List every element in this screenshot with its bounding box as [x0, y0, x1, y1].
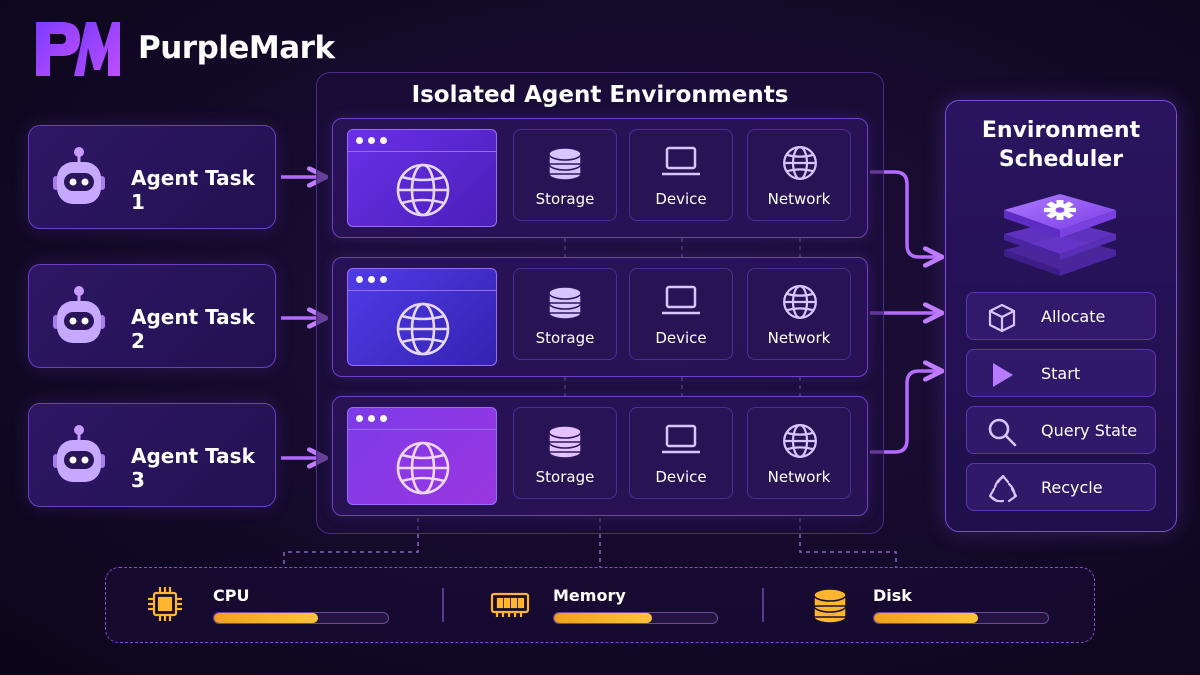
divider [442, 588, 444, 622]
storage-box: Storage [513, 129, 617, 221]
storage-box: Storage [513, 268, 617, 360]
cube-icon [988, 303, 1016, 333]
recycle-label: Recycle [1041, 478, 1103, 497]
agent-task-card[interactable]: Agent Task 2 [28, 264, 276, 368]
laptop-icon [662, 424, 700, 454]
browser-window [347, 129, 497, 227]
scheduler-title-line2: Scheduler [998, 147, 1124, 172]
memory-label: Memory [553, 586, 626, 605]
globe-icon [396, 302, 450, 356]
disk-usage-fill [874, 613, 979, 623]
device-label: Device [655, 190, 707, 208]
memory-usage-fill [554, 613, 652, 623]
agent-task-card[interactable]: Agent Task 3 [28, 403, 276, 507]
agent-task-label: Agent Task 2 [131, 305, 255, 353]
robot-icon [53, 425, 105, 482]
system-resources-panel [105, 567, 1095, 643]
allocate-label: Allocate [1041, 307, 1106, 326]
storage-box: Storage [513, 407, 617, 499]
environments-title: Isolated Agent Environments [411, 82, 789, 108]
laptop-icon [662, 285, 700, 315]
cpu-usage-fill [214, 613, 319, 623]
environment-row[interactable]: Storage Device Network [332, 257, 868, 377]
memory-usage-bar [553, 612, 718, 624]
dashed-link-disk [799, 518, 897, 567]
device-box: Device [629, 129, 733, 221]
browser-window [347, 407, 497, 505]
network-box: Network [747, 268, 851, 360]
database-icon [548, 147, 582, 181]
globe-icon [783, 146, 817, 180]
brand-name: PurpleMark [138, 30, 335, 66]
storage-label: Storage [535, 190, 595, 208]
storage-label: Storage [535, 468, 595, 486]
arrow-env3-scheduler [870, 371, 940, 454]
cpu-label: CPU [213, 586, 250, 605]
cpu-chip-icon [148, 587, 182, 621]
database-icon [548, 286, 582, 320]
network-box: Network [747, 407, 851, 499]
robot-icon [53, 286, 105, 343]
agent-task-label: Agent Task 3 [131, 444, 255, 492]
divider [762, 588, 764, 622]
device-box: Device [629, 268, 733, 360]
query-state-button[interactable]: Query State [966, 406, 1156, 454]
search-icon [988, 418, 1017, 447]
device-box: Device [629, 407, 733, 499]
dashed-link-cpu [283, 518, 419, 567]
allocate-button[interactable]: Allocate [966, 292, 1156, 340]
scheduler-title: Environment Scheduler [945, 116, 1177, 174]
purplemark-logo-icon [36, 22, 120, 76]
start-label: Start [1041, 364, 1081, 383]
globe-icon [783, 424, 817, 458]
disk-usage-bar [873, 612, 1049, 624]
agent-task-label: Agent Task 1 [131, 166, 255, 214]
query-state-label: Query State [1041, 421, 1138, 440]
stacked-gear-icon [1004, 194, 1116, 276]
recycle-icon [988, 474, 1018, 503]
memory-icon [490, 592, 530, 617]
cpu-usage-bar [213, 612, 389, 624]
storage-label: Storage [535, 329, 595, 347]
globe-icon [783, 285, 817, 319]
scheduler-title-line1: Environment [981, 118, 1141, 143]
browser-window [347, 268, 497, 366]
network-label: Network [767, 468, 831, 486]
play-icon [993, 363, 1013, 387]
device-label: Device [655, 329, 707, 347]
database-icon [548, 425, 582, 459]
globe-icon [396, 163, 450, 217]
start-button[interactable]: Start [966, 349, 1156, 397]
agent-task-card[interactable]: Agent Task 1 [28, 125, 276, 229]
laptop-icon [662, 146, 700, 176]
network-box: Network [747, 129, 851, 221]
device-label: Device [655, 468, 707, 486]
environment-row[interactable]: Storage Device Network [332, 118, 868, 238]
network-label: Network [767, 329, 831, 347]
disk-label: Disk [873, 586, 912, 605]
globe-icon [396, 441, 450, 495]
network-label: Network [767, 190, 831, 208]
environment-row[interactable]: Storage Device Network [332, 396, 868, 516]
recycle-button[interactable]: Recycle [966, 463, 1156, 511]
database-icon [813, 588, 847, 624]
robot-icon [53, 147, 105, 204]
arrow-env1-scheduler [870, 170, 940, 257]
